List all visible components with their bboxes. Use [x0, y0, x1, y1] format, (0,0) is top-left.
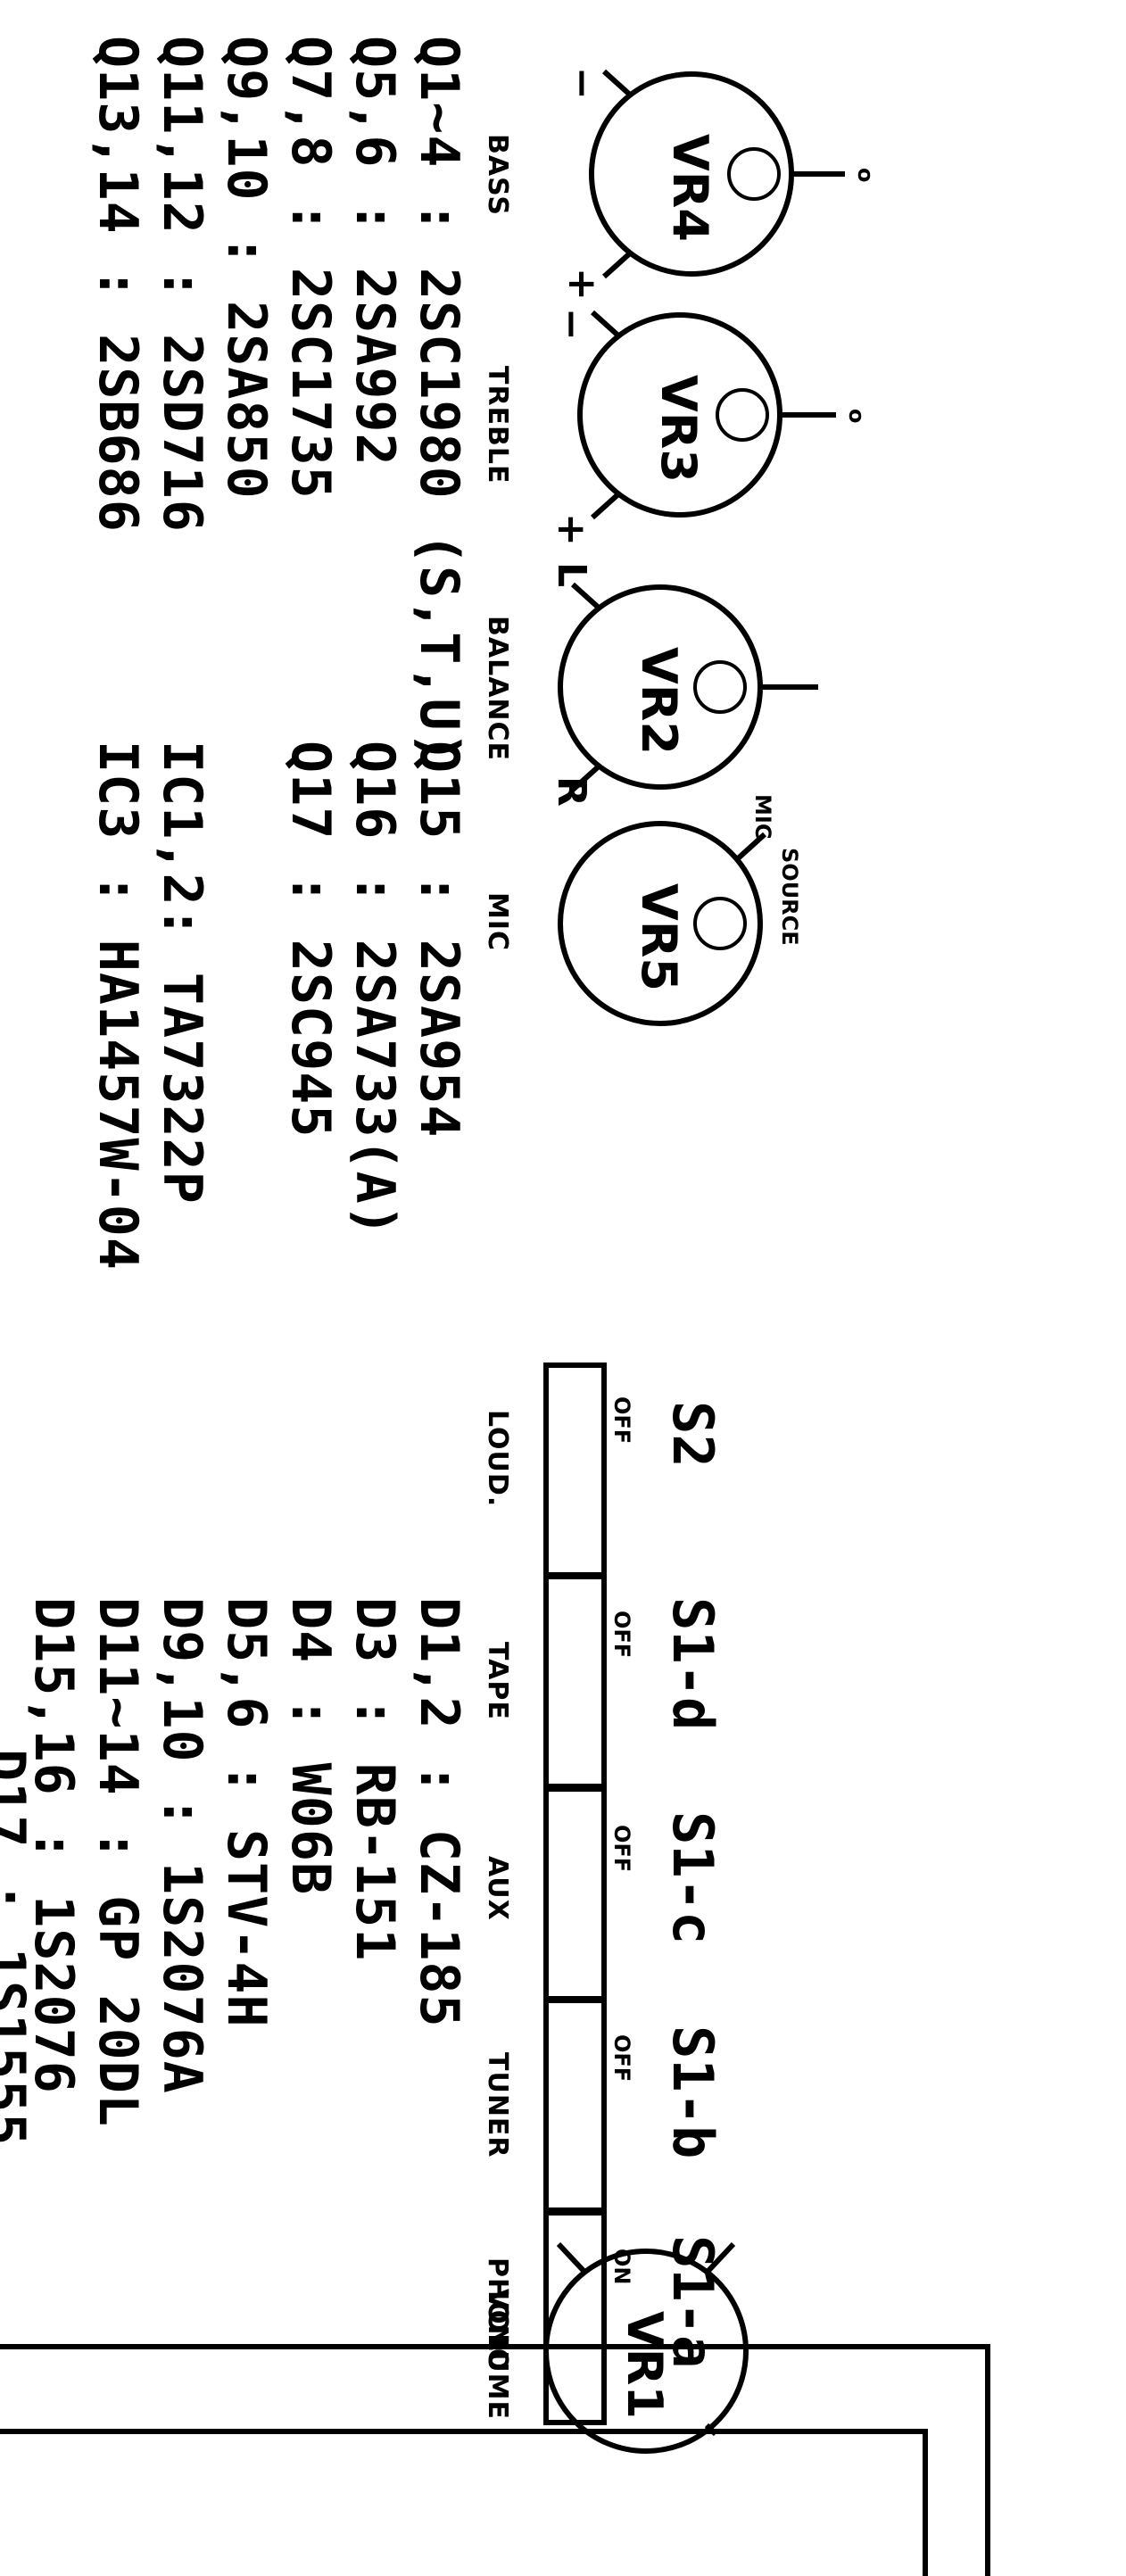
- switch-symbols: [543, 1363, 607, 2425]
- s1a-state: ON: [609, 2249, 634, 2285]
- vr4-label: VR4: [662, 134, 718, 242]
- list-item: D9,10 : 1S2076A: [151, 1597, 213, 2094]
- vr2-right-mark: R: [549, 776, 594, 807]
- balance-label: BALANCE: [482, 616, 513, 762]
- list-item: D1,2 : CZ-185: [408, 1597, 470, 2028]
- tape-label: TAPE: [482, 1642, 513, 1720]
- s1a-id: S1-a: [660, 2235, 725, 2369]
- vr4-plus-mark: +: [559, 268, 605, 301]
- list-item: D11~14 : GP 20DL: [87, 1597, 149, 2127]
- list-item: Q7,8 : 2SC1735: [279, 36, 342, 500]
- list-item: Q1~4 : 2SC1980 (S,T,U): [408, 36, 470, 765]
- list-item: IC3 : HA1457W-04: [87, 741, 149, 1271]
- tuner-label: TUNER: [482, 2052, 513, 2158]
- list-item: Q13,14 : 2SB686: [87, 36, 149, 533]
- s1b-state: OFF: [609, 2034, 634, 2083]
- vr5-label: VR5: [631, 883, 687, 991]
- loud-label: LOUD.: [482, 1410, 513, 1508]
- vr4-wiper-mark: o: [853, 168, 878, 183]
- mic-label: MIC: [482, 892, 513, 952]
- s2-state: OFF: [609, 1396, 634, 1445]
- vr4-minus-mark: −: [559, 67, 605, 100]
- list-item: Q9,10 : 2SA850: [215, 36, 277, 500]
- vr4-bass-pot-symbol: [589, 69, 845, 279]
- list-item: D3 : RB-151: [344, 1597, 406, 1962]
- vr3-treble-pot-symbol: [577, 310, 836, 520]
- s1d-state: OFF: [609, 1611, 634, 1659]
- list-item: Q15 : 2SA954: [408, 741, 470, 1139]
- s2-id: S2: [660, 1401, 725, 1468]
- list-item: Q5,6 : 2SA992: [344, 36, 406, 467]
- list-item: Q11,12 : 2SD716: [151, 36, 213, 533]
- list-item: Q16 : 2SA733(A): [344, 741, 406, 1238]
- volume-label: VOLUME: [482, 2289, 513, 2420]
- vr5-mic-mark: MIC: [750, 794, 775, 840]
- vr3-label: VR3: [650, 375, 707, 483]
- vr2-label: VR2: [631, 647, 687, 755]
- s1c-id: S1-c: [660, 1811, 725, 1945]
- list-item: Q17 : 2SC945: [279, 741, 342, 1139]
- vr5-mic-pot-symbol: [558, 821, 767, 1026]
- s1d-id: S1-d: [660, 1597, 725, 1731]
- list-item: IC1,2: TA7322P: [151, 741, 213, 1205]
- vr3-minus-mark: −: [549, 308, 594, 341]
- bass-label: BASS: [482, 134, 513, 216]
- vr3-wiper-mark: o: [844, 409, 869, 424]
- list-item: D4 : W06B: [279, 1597, 342, 1896]
- list-item: D17 : 1S1555: [0, 1749, 37, 2147]
- vr3-plus-mark: +: [549, 513, 594, 546]
- s1b-id: S1-b: [660, 2025, 725, 2159]
- list-item: D5,6 : STV-4H: [215, 1597, 277, 2028]
- treble-label: TREBLE: [482, 366, 513, 485]
- vr2-left-mark: L: [549, 562, 594, 588]
- vr5-source-label: SOURCE: [777, 848, 802, 946]
- aux-label: AUX: [482, 1856, 513, 1921]
- s1c-state: OFF: [609, 1825, 634, 1873]
- vr2-balance-pot-symbol: [558, 582, 818, 792]
- panel-outline: [0, 2344, 990, 2576]
